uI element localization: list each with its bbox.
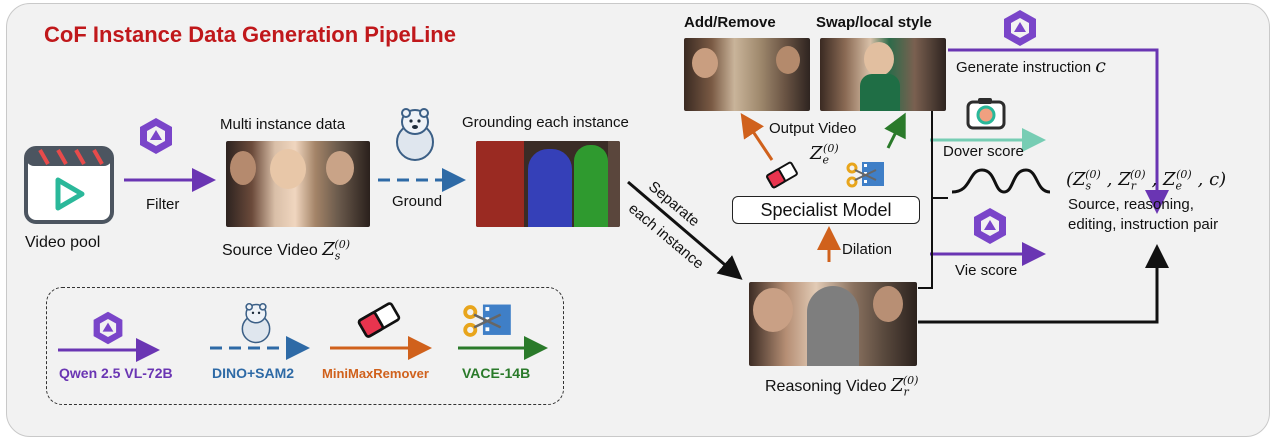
reasoning-video-thumbnail (749, 282, 917, 366)
z-e-symbol: Ze(0) (810, 142, 839, 167)
generate-instruction-arrow (948, 48, 1169, 214)
legend-qwen-label: Qwen 2.5 VL-72B (59, 365, 173, 381)
polar-bear-icon (241, 303, 271, 344)
separate-arrow (627, 180, 743, 280)
scissors-film-icon (846, 162, 884, 188)
diagram-title: CoF Instance Data Generation PipeLine (44, 22, 456, 47)
swap-style-thumbnail (820, 38, 946, 111)
dilation-label: Dilation (842, 241, 893, 258)
eraser-icon (766, 161, 798, 189)
legend-vace-label: VACE-14B (462, 365, 531, 381)
qwen-icon (93, 311, 123, 345)
score-curve-icon (951, 168, 1051, 194)
remove-output-arrow (740, 113, 774, 161)
video-pool-label: Video pool (25, 234, 101, 251)
reasoning-to-result-arrow (918, 244, 1169, 324)
camera-icon (966, 98, 1006, 130)
legend-dino-label: DINO+SAM2 (212, 365, 295, 381)
scissors-film-icon (463, 304, 511, 337)
legend-minimax-label: MiniMaxRemover (322, 366, 429, 381)
polar-bear-icon (396, 108, 434, 161)
reasoning-video-label: Reasoning Video Zr(0) (765, 374, 919, 399)
add-remove-label: Add/Remove (684, 14, 776, 31)
result-desc-line1: Source, reasoning, (1068, 196, 1194, 213)
result-desc-line2: editing, instruction pair (1068, 216, 1219, 233)
legend-box (46, 287, 564, 405)
qwen-icon (140, 118, 172, 154)
grounding-video-thumbnail (476, 141, 620, 227)
qwen-icon (974, 208, 1006, 244)
diagram-panel (6, 3, 1270, 437)
dover-score-label: Dover score (943, 143, 1024, 160)
ground-label: Ground (392, 193, 443, 210)
multi-instance-label: Multi instance data (220, 116, 346, 133)
source-video-label: Source Video Zs(0) (222, 238, 350, 263)
add-remove-thumbnail (684, 38, 810, 111)
qwen-icon (1004, 10, 1036, 46)
source-video-thumbnail (226, 141, 370, 227)
swap-local-label: Swap/local style (816, 14, 932, 31)
specialist-model-box: Specialist Model (732, 196, 920, 224)
vie-score-label: Vie score (955, 262, 1018, 279)
output-video-label: Output Video (769, 120, 857, 137)
video-pool-icon (24, 146, 114, 224)
generate-instruction-label: Generate instruction c (956, 55, 1106, 77)
result-tuple: (Zs(0), Zr(0), Ze(0), c) (1066, 168, 1227, 193)
grounding-each-label: Grounding each instance (462, 114, 629, 131)
eraser-icon (357, 302, 401, 338)
swap-output-arrow (884, 112, 906, 149)
filter-label: Filter (146, 196, 180, 213)
